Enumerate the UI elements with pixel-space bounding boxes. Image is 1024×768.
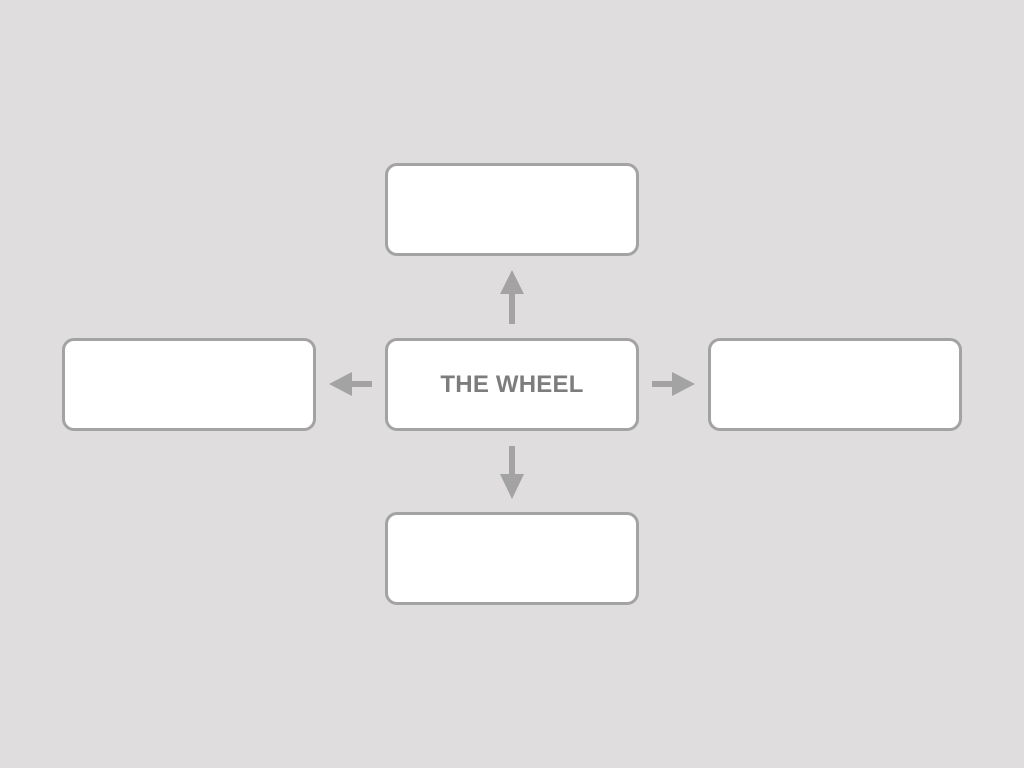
- arrow-down-icon: [500, 446, 524, 499]
- arrow-right-icon: [652, 372, 695, 396]
- left-box: [62, 338, 316, 431]
- center-box: THE WHEEL: [385, 338, 639, 431]
- top-box: [385, 163, 639, 256]
- right-box: [708, 338, 962, 431]
- arrow-left-icon: [329, 372, 372, 396]
- arrow-up-icon: [500, 270, 524, 324]
- center-box-label: THE WHEEL: [440, 370, 584, 398]
- bottom-box: [385, 512, 639, 605]
